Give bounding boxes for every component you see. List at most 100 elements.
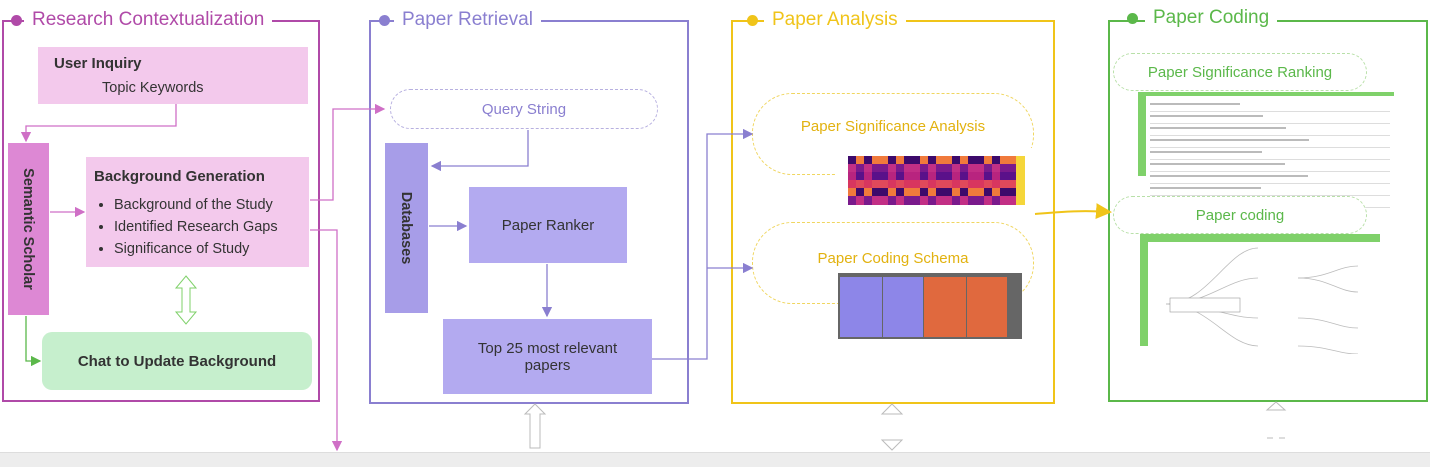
analysis-panel-title: Paper Analysis [764, 9, 906, 31]
research-panel-dot [11, 15, 22, 26]
heatmap-thumbnail [836, 148, 1032, 208]
heatmap-cell [952, 180, 961, 189]
query-string-label: Query String [481, 100, 567, 118]
heatmap-cell [1008, 156, 1017, 165]
ranking-row [1150, 103, 1390, 112]
heatmap-cell [880, 156, 889, 165]
heatmap-cell [912, 196, 921, 205]
heatmap-cell [992, 188, 1001, 197]
heatmap-cell [944, 156, 953, 165]
heatmap-cell [920, 156, 929, 165]
heatmap-cell [880, 180, 889, 189]
heatmap-cell [992, 172, 1001, 181]
heatmap-cell [1000, 180, 1009, 189]
heatmap-cell [1016, 188, 1025, 197]
heatmap-cell [848, 196, 857, 205]
heatmap-cell [960, 164, 969, 173]
heatmap-grid [848, 156, 1025, 205]
heatmap-cell [968, 172, 977, 181]
heatmap-cell [936, 172, 945, 181]
heatmap-cell [912, 156, 921, 165]
top-papers-box: Top 25 most relevant papers [443, 319, 652, 394]
heatmap-cell [976, 156, 985, 165]
heatmap-cell [984, 180, 993, 189]
heatmap-cell [952, 172, 961, 181]
background-items: Background of the Study Identified Resea… [92, 194, 278, 260]
background-item: Identified Research Gaps [114, 216, 278, 238]
heatmap-cell [864, 180, 873, 189]
heatmap-cell [880, 172, 889, 181]
heatmap-cell [992, 196, 1001, 205]
significance-ranking-pill: Paper Significance Ranking [1113, 53, 1367, 91]
paper-coding-pill: Paper coding [1113, 196, 1367, 234]
heatmap-cell [960, 188, 969, 197]
heatmap-cell [984, 188, 993, 197]
heatmap-cell [872, 180, 881, 189]
heatmap-cell [1008, 164, 1017, 173]
heatmap-cell [864, 164, 873, 173]
heatmap-cell [928, 188, 937, 197]
heatmap-cell [856, 156, 865, 165]
semantic-scholar-box: Semantic Scholar [8, 143, 49, 315]
heatmap-cell [928, 172, 937, 181]
heatmap-cell [984, 156, 993, 165]
analysis-panel-dot [747, 15, 758, 26]
heatmap-cell [968, 188, 977, 197]
background-item: Significance of Study [114, 238, 278, 260]
significance-analysis-label: Paper Significance Analysis [800, 118, 986, 135]
ranking-row [1150, 139, 1390, 148]
heatmap-cell [944, 164, 953, 173]
heatmap-cell [896, 180, 905, 189]
heatmap-cell [1000, 164, 1009, 173]
heatmap-cell [1016, 172, 1025, 181]
heatmap-cell [920, 188, 929, 197]
heatmap-cell [872, 164, 881, 173]
user-inquiry-subtitle: Topic Keywords [102, 80, 204, 96]
heatmap-cell [896, 156, 905, 165]
heatmap-cell [1000, 156, 1009, 165]
heatmap-cell [1008, 188, 1017, 197]
heatmap-cell [848, 164, 857, 173]
heatmap-cell [848, 156, 857, 165]
heatmap-cell [936, 180, 945, 189]
heatmap-cell [896, 164, 905, 173]
chat-update-background-box[interactable]: Chat to Update Background [42, 332, 312, 390]
background-generation-title: Background Generation [94, 168, 265, 185]
heatmap-cell [872, 156, 881, 165]
heatmap-cell [896, 188, 905, 197]
heatmap-cell [960, 180, 969, 189]
coding-panel-title: Paper Coding [1145, 7, 1278, 29]
paper-ranker-box: Paper Ranker [469, 187, 627, 263]
heatmap-cell [1016, 156, 1025, 165]
heatmap-cell [936, 188, 945, 197]
heatmap-cell [856, 180, 865, 189]
paper-coding-label: Paper coding [1195, 206, 1285, 224]
heatmap-cell [880, 164, 889, 173]
heatmap-cell [1000, 188, 1009, 197]
heatmap-cell [912, 180, 921, 189]
heatmap-cell [888, 164, 897, 173]
heatmap-cell [856, 188, 865, 197]
heatmap-cell [912, 188, 921, 197]
heatmap-cell [1008, 196, 1017, 205]
heatmap-cell [992, 164, 1001, 173]
heatmap-cell [888, 180, 897, 189]
heatmap-cell [864, 188, 873, 197]
bottom-strip [0, 452, 1430, 467]
heatmap-cell [880, 188, 889, 197]
heatmap-cell [960, 172, 969, 181]
retrieval-panel-dot [379, 15, 390, 26]
heatmap-cell [968, 156, 977, 165]
heatmap-cell [928, 180, 937, 189]
background-item: Background of the Study [114, 194, 278, 216]
heatmap-cell [864, 196, 873, 205]
research-panel-title: Research Contextualization [24, 9, 273, 31]
heatmap-cell [872, 172, 881, 181]
heatmap-cell [976, 196, 985, 205]
ranking-row [1150, 175, 1390, 184]
heatmap-cell [976, 164, 985, 173]
heatmap-cell [872, 188, 881, 197]
heatmap-cell [928, 196, 937, 205]
query-string-pill: Query String [390, 89, 658, 129]
